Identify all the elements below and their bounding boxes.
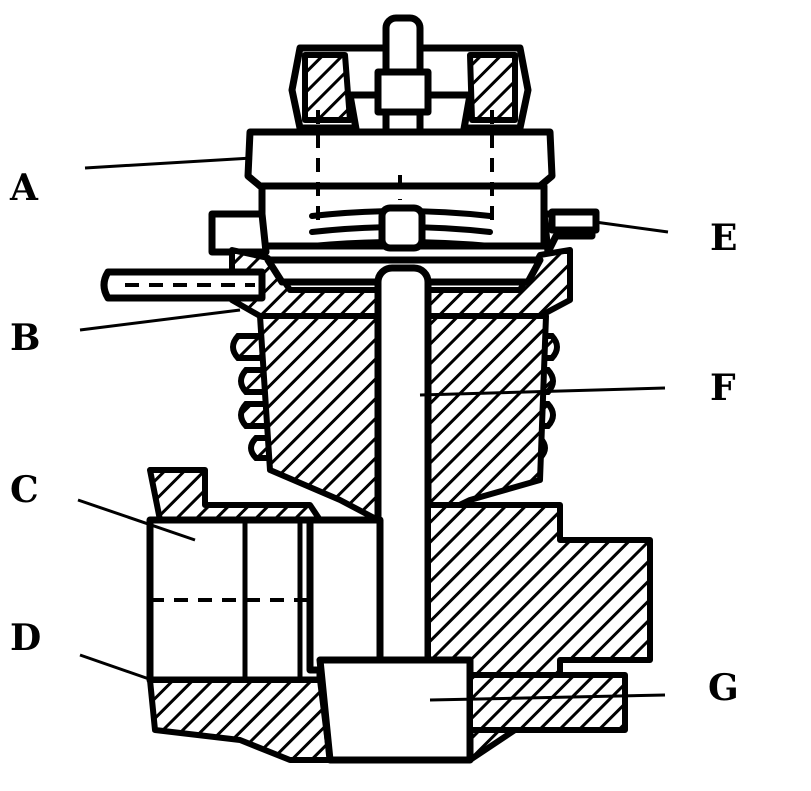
valve-spring bbox=[309, 204, 493, 252]
label-D: D bbox=[10, 617, 41, 659]
leader-lines bbox=[77, 156, 669, 702]
leader-B bbox=[79, 308, 241, 332]
label-B: B bbox=[10, 317, 40, 359]
label-F: F bbox=[710, 367, 736, 409]
flange bbox=[208, 208, 600, 256]
leader-F bbox=[419, 386, 666, 397]
side-rod bbox=[100, 268, 266, 302]
label-C: C bbox=[10, 469, 39, 511]
label-G: G bbox=[708, 667, 739, 709]
cooling-fins bbox=[230, 313, 560, 523]
leader-C bbox=[77, 498, 196, 542]
leader-E bbox=[594, 220, 669, 234]
valve-body bbox=[146, 467, 653, 764]
leader-G bbox=[429, 693, 666, 702]
label-A: A bbox=[9, 167, 39, 209]
leader-A bbox=[84, 156, 253, 170]
label-E: E bbox=[710, 217, 737, 259]
valve-stem bbox=[374, 264, 432, 682]
leader-D bbox=[79, 653, 153, 682]
